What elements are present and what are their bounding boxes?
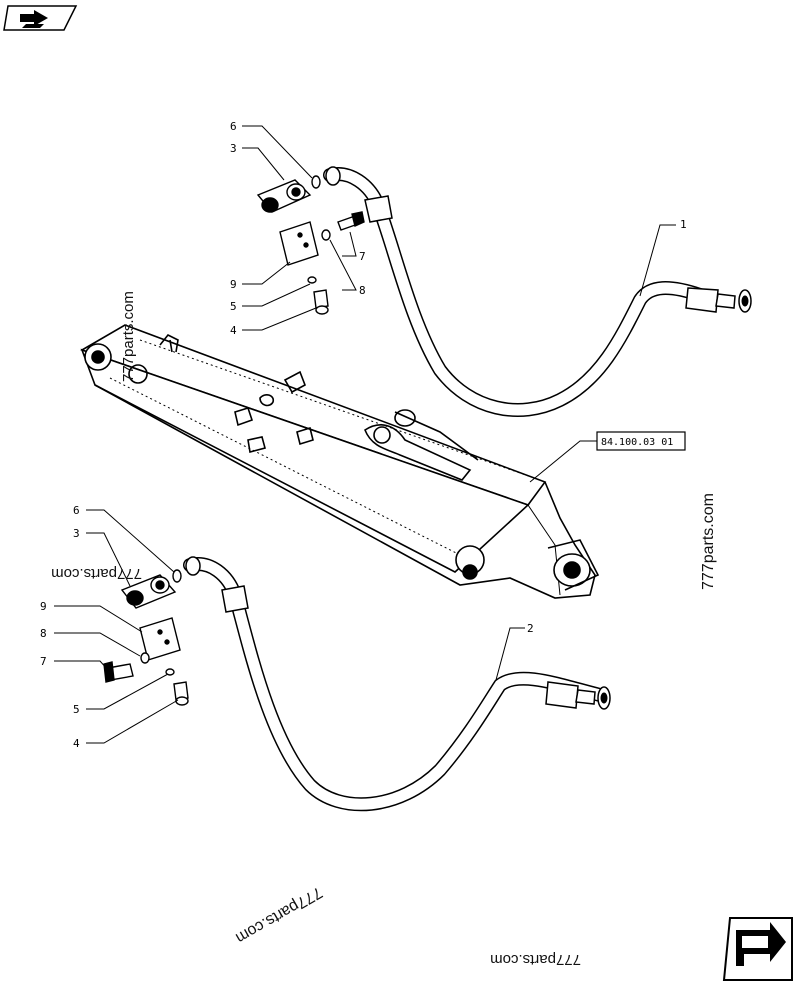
- callout-top-5: 5: [230, 300, 237, 313]
- callout-bottom-3: 3: [73, 527, 80, 540]
- watermark-2: 777parts.com: [51, 565, 142, 582]
- callout-bottom-5: 5: [73, 703, 80, 716]
- callout-bottom-9: 9: [40, 600, 47, 613]
- callout-bottom-4: 4: [73, 737, 80, 750]
- callout-numbers: 6 3 9 5 4 7 8 1 6 3 9 8 7 5 4 2: [40, 120, 687, 750]
- hydraulic-pipe-2: [183, 556, 611, 812]
- callout-top-6: 6: [230, 120, 237, 133]
- callout-top-9: 9: [230, 278, 237, 291]
- callout-top-3: 3: [230, 142, 237, 155]
- watermark-5: 777parts.com: [490, 951, 581, 968]
- back-nav-icon[interactable]: [3, 5, 78, 31]
- callout-top-7: 7: [359, 250, 366, 263]
- watermark-1: 777parts.com: [120, 291, 137, 382]
- callout-bottom-6: 6: [73, 504, 80, 517]
- callout-bottom-2: 2: [527, 622, 534, 635]
- callout-bottom-8: 8: [40, 627, 47, 640]
- top-fitting-group: [256, 175, 365, 315]
- callout-top-1: 1: [680, 218, 687, 231]
- callout-top-8: 8: [359, 284, 366, 297]
- forward-nav-icon[interactable]: [722, 917, 793, 981]
- bottom-fitting-group: [103, 569, 189, 706]
- callout-leaders: [54, 125, 676, 744]
- callout-top-4: 4: [230, 324, 237, 337]
- watermark-3: 777parts.com: [700, 493, 717, 590]
- hydraulic-pipe-1: [323, 166, 752, 417]
- boom-arm: [80, 324, 600, 599]
- reference-link[interactable]: 84.100.03 01: [596, 431, 686, 451]
- reference-code: 84.100.03 01: [601, 437, 673, 448]
- callout-bottom-7: 7: [40, 655, 47, 668]
